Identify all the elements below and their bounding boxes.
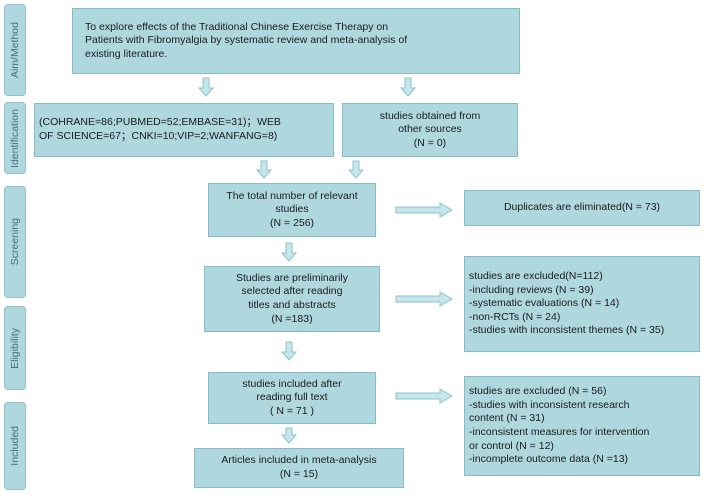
section-label-included-text: Included [9, 426, 21, 466]
section-label-eligibility-text: Eligibility [9, 327, 21, 369]
databases-box: (COHRANE=86;PUBMED=52;EMBASE=31)；WEB OF … [34, 103, 334, 157]
fulltext-box: studies included after reading full text… [208, 372, 376, 424]
excluded-1-line: -studies with inconsistent themes (N = 3… [469, 324, 665, 337]
arrow-down-icon [255, 160, 273, 179]
excluded-2-line: -studies with inconsistent research [469, 398, 630, 411]
preliminary-line: Studies are preliminarily [235, 271, 349, 284]
arrow-down-icon [280, 341, 298, 361]
arrow-down-icon [399, 77, 417, 97]
preliminary-box: Studies are preliminarily selected after… [204, 266, 380, 332]
other-sources-line: studies obtained from [379, 109, 481, 122]
fulltext-line: studies included after [242, 377, 342, 390]
excluded-2-box: studies are excluded (N = 56) -studies w… [464, 376, 700, 476]
section-label-identification: Identification [4, 102, 26, 174]
excluded-2-line: content (N = 31) [469, 412, 545, 425]
other-sources-line: (N = 0) [413, 136, 447, 149]
aim-line: existing literature. [85, 47, 168, 60]
preliminary-line: (N =183) [271, 312, 313, 325]
total-line: The total number of relevant [226, 189, 358, 202]
arrow-down-icon [347, 160, 365, 179]
preliminary-line: selected after reading [241, 285, 343, 298]
total-line: studies [275, 203, 309, 216]
included-line: (N = 15) [279, 468, 319, 480]
arrow-right-icon [395, 291, 453, 307]
arrow-down-icon [197, 77, 215, 97]
preliminary-line: titles and abstracts [248, 299, 336, 311]
section-label-included: Included [4, 402, 26, 490]
total-studies-box: The total number of relevant studies (N … [208, 183, 376, 237]
duplicates-box: Duplicates are eliminated(N = 73) [464, 190, 700, 226]
other-sources-line: other sources [398, 123, 462, 136]
section-label-aim-text: Aim/Method [9, 21, 21, 79]
total-line: (N = 256) [269, 216, 315, 229]
excluded-1-line: studies are excluded(N=112) [469, 269, 603, 282]
excluded-1-line: -systematic evaluations (N = 14) [469, 297, 620, 310]
excluded-2-line: or control (N = 12) [469, 439, 554, 452]
section-label-identification-text: Identification [9, 108, 21, 168]
included-line: Articles included in meta-analysis [221, 454, 377, 467]
aim-box: To explore effects of the Traditional Ch… [72, 8, 520, 74]
arrow-down-icon [280, 427, 298, 444]
fulltext-line: reading full text [256, 391, 328, 404]
excluded-1-line: -non-RCTs (N = 24) [469, 310, 561, 323]
section-label-screening-text: Screening [9, 218, 21, 266]
section-label-eligibility: Eligibility [4, 306, 26, 390]
included-box: Articles included in meta-analysis (N = … [194, 448, 404, 488]
databases-line: OF SCIENCE=67；CNKI=10;VIP=2;WANFANG=8) [39, 130, 278, 142]
aim-line: To explore effects of the Traditional Ch… [85, 20, 389, 33]
arrow-down-icon [280, 242, 298, 262]
arrow-right-icon [395, 388, 453, 404]
excluded-1-line: -including reviews (N = 39) [469, 283, 594, 296]
other-sources-box: studies obtained from other sources (N =… [342, 103, 518, 157]
aim-line: Patients with Fibromyalgia by systematic… [85, 34, 408, 47]
section-label-screening: Screening [4, 186, 26, 298]
arrow-right-icon [395, 202, 453, 218]
excluded-1-box: studies are excluded(N=112) -including r… [464, 256, 700, 352]
duplicates-line: Duplicates are eliminated(N = 73) [503, 201, 661, 214]
section-label-aim: Aim/Method [4, 4, 26, 96]
excluded-2-line: -incomplete outcome data (N =13) [469, 453, 629, 466]
excluded-2-line: studies are excluded (N = 56) [469, 385, 607, 398]
excluded-2-line: -inconsistent measures for intervention [469, 426, 650, 438]
databases-line: (COHRANE=86;PUBMED=52;EMBASE=31)；WEB [39, 116, 281, 129]
fulltext-line: ( N = 71 ) [269, 404, 315, 417]
